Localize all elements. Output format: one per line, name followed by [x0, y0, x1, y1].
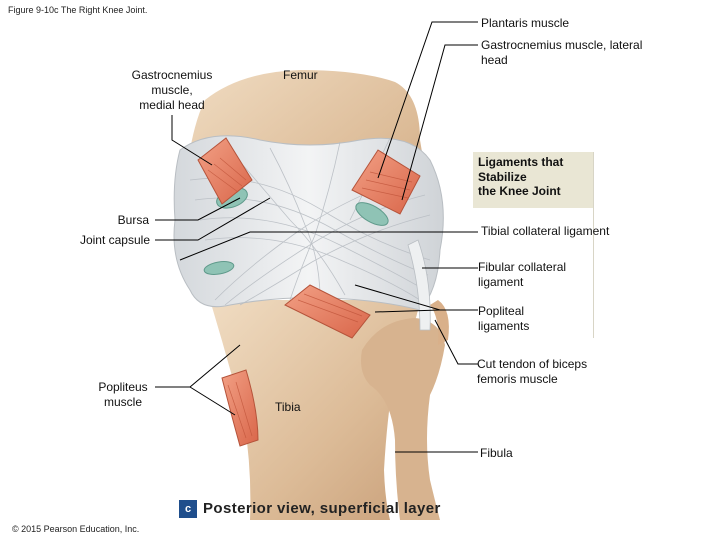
label-gastrocnemius-medial: Gastrocnemius muscle, medial head [131, 68, 213, 112]
label-femur: Femur [283, 68, 318, 82]
ligaments-heading: Ligaments that Stabilize the Knee Joint [478, 155, 564, 198]
gastrocnemius-medial-stump [197, 137, 253, 205]
figure-title: Figure 9-10c The Right Knee Joint. [8, 5, 148, 15]
view-tag: c [179, 500, 197, 518]
label-gastrocnemius-lateral: Gastrocnemius muscle, lateral head [481, 38, 643, 67]
ligaments-heading-box: Ligaments that Stabilize the Knee Joint [473, 152, 593, 208]
label-plantaris: Plantaris muscle [481, 16, 570, 30]
label-joint-capsule: Joint capsule [79, 233, 150, 247]
bursa-lateral [355, 202, 389, 226]
fibula-bone [361, 318, 445, 520]
biceps-tendon [430, 300, 449, 345]
label-popliteal-ligaments: Popliteal ligaments [478, 304, 530, 333]
label-biceps-tendon: Cut tendon of biceps femoris muscle [477, 357, 588, 386]
leader-lines [155, 21, 478, 453]
bursa-lower [203, 261, 235, 275]
label-tibia: Tibia [275, 400, 301, 414]
label-bursa: Bursa [117, 213, 149, 227]
view-caption: Posterior view, superficial layer [203, 500, 441, 517]
copyright: © 2015 Pearson Education, Inc. [12, 524, 140, 534]
popliteal-muscle-stump [284, 284, 371, 339]
ligaments-divider [593, 152, 594, 338]
label-fibular-collateral-ligament: Fibular collateral ligament [478, 260, 567, 289]
label-fibula: Fibula [480, 446, 513, 460]
label-popliteus-muscle: Popliteus muscle [98, 380, 148, 409]
label-tibial-collateral-ligament: Tibial collateral ligament [481, 224, 610, 238]
